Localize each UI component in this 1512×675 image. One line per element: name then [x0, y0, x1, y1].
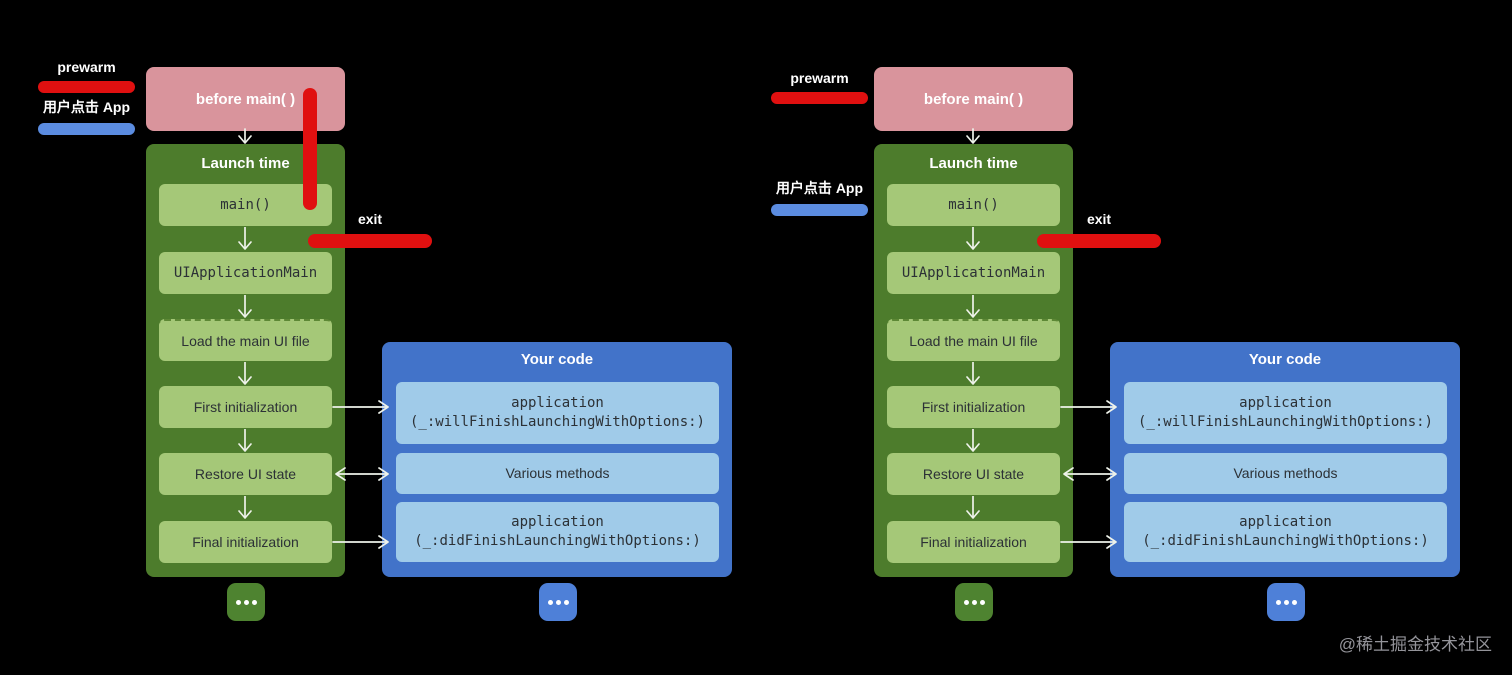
flow-arrow-right-icon — [332, 535, 389, 549]
ellipsis-icon — [955, 583, 993, 621]
app-launch-diagram-left: prewarm 用户点击 App before main( ) Launch t… — [38, 59, 732, 621]
flow-arrow-down-icon — [238, 496, 252, 519]
before-main-label: before main( ) — [195, 90, 296, 108]
step-load-main-ui-file: Load the main UI file — [159, 319, 332, 361]
flow-arrow-down-icon — [966, 128, 980, 144]
flow-arrow-down-icon — [966, 429, 980, 452]
before-main-box: before main( ) — [874, 67, 1073, 131]
prewarm-duration-bar — [771, 92, 868, 104]
prewarm-duration-bar — [38, 81, 135, 93]
user-tap-duration-bar — [771, 204, 868, 216]
step-uiapplicationmain: UIApplicationMain — [159, 252, 332, 294]
your-code-container: Your code application (_:willFinishLaunc… — [382, 342, 732, 577]
launch-time-title: Launch time — [201, 155, 290, 172]
exit-duration-bar — [1037, 234, 1161, 248]
flow-arrow-down-icon — [966, 362, 980, 385]
flow-arrow-right-icon — [332, 400, 389, 414]
flow-arrow-down-icon — [966, 496, 980, 519]
code-did-finish-launching: application (_:didFinishLaunchingWithOpt… — [396, 502, 719, 562]
prewarm-marker: prewarm — [771, 70, 868, 104]
flow-arrow-right-icon — [1060, 535, 1117, 549]
user-tap-label: 用户点击 App — [42, 99, 131, 115]
flow-arrow-both-icon — [335, 467, 389, 481]
launch-time-container: Launch time main() UIApplicationMain Loa… — [874, 144, 1073, 577]
step-restore-ui-state: Restore UI state — [159, 453, 332, 495]
step-first-initialization: First initialization — [159, 386, 332, 428]
exit-label: exit — [357, 211, 383, 227]
code-did-finish-launching: application (_:didFinishLaunchingWithOpt… — [1124, 502, 1447, 562]
code-will-finish-launching: application (_:willFinishLaunchingWithOp… — [396, 382, 719, 444]
flow-arrow-down-icon — [238, 429, 252, 452]
launch-time-container: Launch time main() UIApplicationMain Loa… — [146, 144, 345, 577]
step-main: main() — [887, 184, 1060, 226]
ellipsis-icon — [227, 583, 265, 621]
user-tap-duration-bar — [38, 123, 135, 135]
exit-marker: exit — [1037, 211, 1161, 248]
app-launch-diagram-right: prewarm 用户点击 App before main( ) Launch t… — [728, 0, 1488, 675]
your-code-title: Your code — [1248, 351, 1322, 368]
step-final-initialization: Final initialization — [887, 521, 1060, 563]
flow-arrow-right-icon — [1060, 400, 1117, 414]
user-tap-marker: 用户点击 App — [771, 178, 868, 216]
exit-label: exit — [1086, 211, 1112, 227]
flow-arrow-both-icon — [1063, 467, 1117, 481]
flow-arrow-down-icon — [966, 295, 980, 318]
before-main-label: before main( ) — [923, 90, 1024, 108]
code-will-finish-launching: application (_:willFinishLaunchingWithOp… — [1124, 382, 1447, 444]
exit-marker: exit — [308, 211, 432, 248]
step-restore-ui-state: Restore UI state — [887, 453, 1060, 495]
your-code-container: Your code application (_:willFinishLaunc… — [1110, 342, 1460, 577]
ellipsis-icon — [539, 583, 577, 621]
flow-arrow-down-icon — [238, 295, 252, 318]
prewarm-label: prewarm — [57, 59, 116, 75]
step-first-initialization: First initialization — [887, 386, 1060, 428]
flow-arrow-down-icon — [238, 227, 252, 250]
launch-time-title: Launch time — [929, 155, 1018, 172]
step-final-initialization: Final initialization — [159, 521, 332, 563]
your-code-title: Your code — [520, 351, 594, 368]
step-uiapplicationmain: UIApplicationMain — [887, 252, 1060, 294]
prewarm-label: prewarm — [790, 70, 849, 86]
ellipsis-icon — [1267, 583, 1305, 621]
code-various-methods: Various methods — [396, 453, 719, 494]
flow-arrow-down-icon — [238, 128, 252, 144]
flow-arrow-down-icon — [238, 362, 252, 385]
flow-arrow-down-icon — [966, 227, 980, 250]
watermark: @稀土掘金技术社区 — [1338, 635, 1492, 654]
prewarm-overlap-bar — [303, 88, 317, 210]
exit-duration-bar — [308, 234, 432, 248]
user-tap-label: 用户点击 App — [775, 180, 864, 196]
code-various-methods: Various methods — [1124, 453, 1447, 494]
step-load-main-ui-file: Load the main UI file — [887, 319, 1060, 361]
prewarm-marker: prewarm — [38, 59, 135, 93]
user-tap-marker: 用户点击 App — [38, 97, 135, 135]
